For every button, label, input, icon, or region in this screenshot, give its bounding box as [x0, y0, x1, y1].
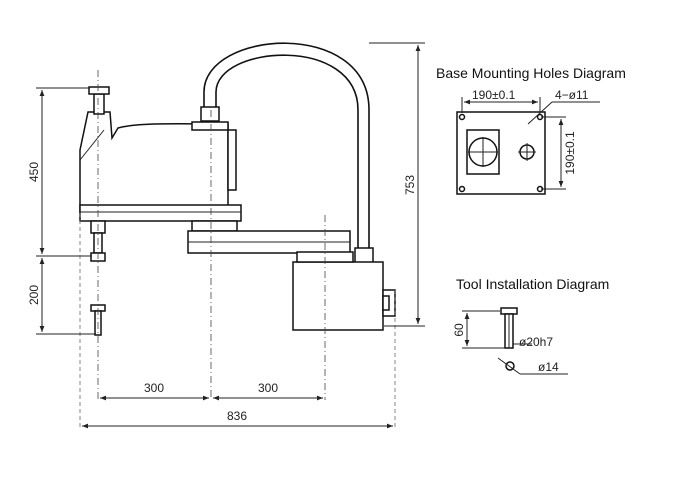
cable-connector-top [200, 106, 220, 122]
main-view: 450 200 753 300 300 836 [27, 42, 425, 430]
tool-installation-title: Tool Installation Diagram [456, 276, 609, 292]
tool-installation-diagram: Tool Installation Diagram 60 ø20h7 ø14 [452, 276, 609, 375]
end-effector [292, 261, 384, 331]
tool-flange [500, 307, 518, 315]
dim-hole-diameter: ø14 [538, 360, 559, 374]
cable-arch [203, 42, 370, 252]
hole-callout: 4−ø11 [555, 88, 589, 102]
dim-total-length: 836 [227, 409, 247, 423]
dim-total-height: 753 [403, 175, 417, 195]
dim-base-height: 450 [27, 162, 41, 182]
dim-horizontal-spacing: 190±0.1 [472, 88, 516, 102]
dim-shaft-diameter: ø20h7 [519, 335, 553, 349]
dim-tool-length: 60 [452, 323, 466, 337]
base-mounting-diagram: Base Mounting Holes Diagram 190±0.1 4−ø1… [436, 65, 626, 195]
dim-arm2-length: 300 [258, 381, 278, 395]
dim-arm1-length: 300 [144, 381, 164, 395]
base-mounting-title: Base Mounting Holes Diagram [436, 65, 626, 81]
dim-stroke: 200 [27, 285, 41, 305]
dim-vertical-spacing: 190±0.1 [563, 131, 577, 175]
arm-1 [191, 220, 238, 232]
